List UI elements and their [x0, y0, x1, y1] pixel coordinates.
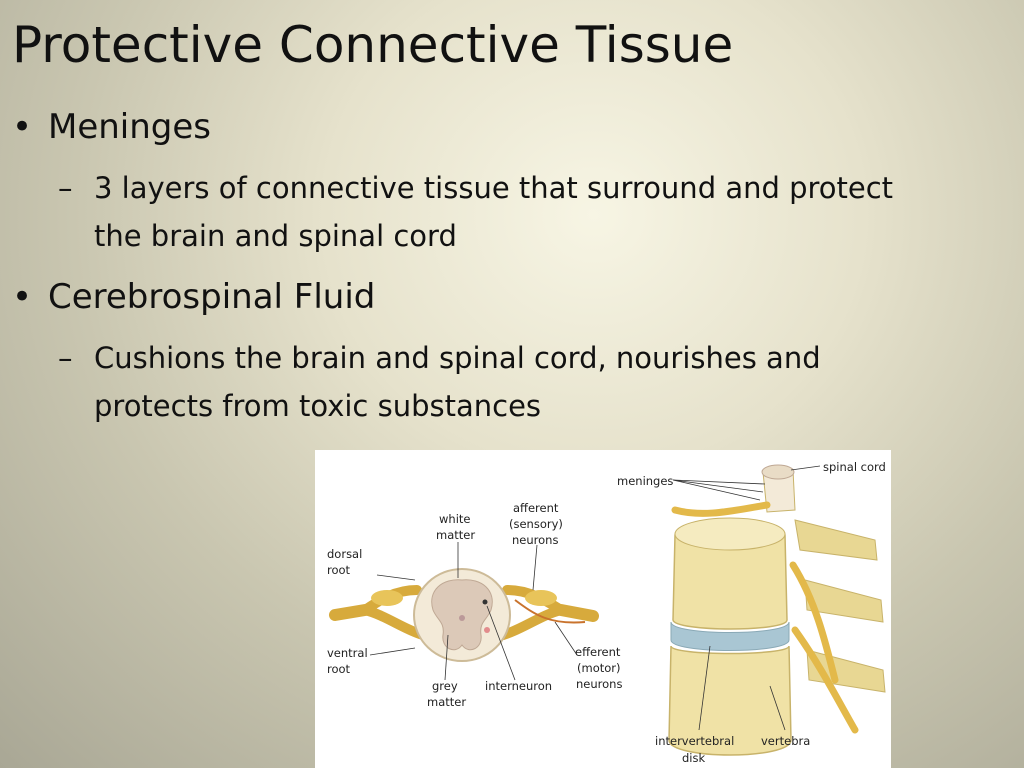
label-grey-matter: matter [427, 695, 466, 709]
sub-text-line1: Cushions the brain and spinal cord, nour… [94, 341, 821, 375]
central-canal [459, 615, 465, 621]
label-white: white [439, 512, 470, 526]
cross-section: dorsal root white matter afferent (senso… [327, 501, 622, 709]
spinal-cord-figure: dorsal root white matter afferent (senso… [315, 450, 891, 768]
sub-text-line1: 3 layers of connective tissue that surro… [94, 171, 894, 205]
label-grey: grey [432, 679, 458, 693]
slide-title: Protective Connective Tissue [12, 16, 734, 74]
sub-bullet-meninges: –3 layers of connective tissue that surr… [58, 164, 998, 260]
bullet-text: Cerebrospinal Fluid [48, 277, 376, 317]
label-spinal-cord: spinal cord [823, 460, 886, 474]
bullet-text: Meninges [48, 107, 212, 147]
efferent-neuron-path [514, 599, 586, 624]
label-sensory: (sensory) [509, 517, 563, 531]
label-vertebra: vertebra [761, 734, 810, 748]
label-dorsal-root: root [327, 563, 351, 577]
sub-text-line2: the brain and spinal cord [94, 219, 457, 253]
interneuron-dot [482, 599, 488, 605]
motor-neuron-dot [484, 627, 490, 633]
label-white-matter: matter [436, 528, 475, 542]
label-ventral: ventral [327, 646, 368, 660]
label-afferent: afferent [513, 501, 559, 515]
left-nerve-trunk [329, 604, 371, 621]
spinal-nerve [671, 501, 771, 517]
sub-text-line2: protects from toxic substances [94, 389, 542, 423]
bullet-csf: • Cerebrospinal Fluid [12, 276, 375, 318]
label-dorsal: dorsal [327, 547, 362, 561]
bullet-dot: • [12, 277, 33, 317]
sub-bullet-csf: –Cushions the brain and spinal cord, nou… [58, 334, 998, 430]
sub-dash: – [58, 171, 73, 205]
bullet-dot: • [12, 107, 33, 147]
label-intervertebral: intervertebral [655, 734, 734, 748]
spinal-cord-illustration: dorsal root white matter afferent (senso… [327, 460, 886, 765]
label-ventral-root: root [327, 662, 351, 676]
vertebral-column: meninges spinal cord intervertebral disk… [617, 460, 886, 765]
label-efferent: efferent [575, 645, 621, 659]
dorsal-root-ganglion [371, 590, 403, 606]
spinal-nerve [789, 561, 839, 684]
dorsal-root-ganglion [525, 590, 557, 606]
label-efferent-neurons: neurons [576, 677, 622, 691]
label-interneuron: interneuron [485, 679, 552, 693]
right-nerve-trunk [555, 604, 599, 622]
bullet-meninges: • Meninges [12, 106, 211, 148]
intervertebral-disk [670, 621, 790, 651]
spinal-nerve [791, 626, 859, 734]
label-disk: disk [682, 751, 705, 765]
label-afferent-neurons: neurons [512, 533, 558, 547]
sub-dash: – [58, 341, 73, 375]
label-motor: (motor) [577, 661, 620, 675]
label-meninges: meninges [617, 474, 673, 488]
grey-matter-region [431, 579, 493, 651]
